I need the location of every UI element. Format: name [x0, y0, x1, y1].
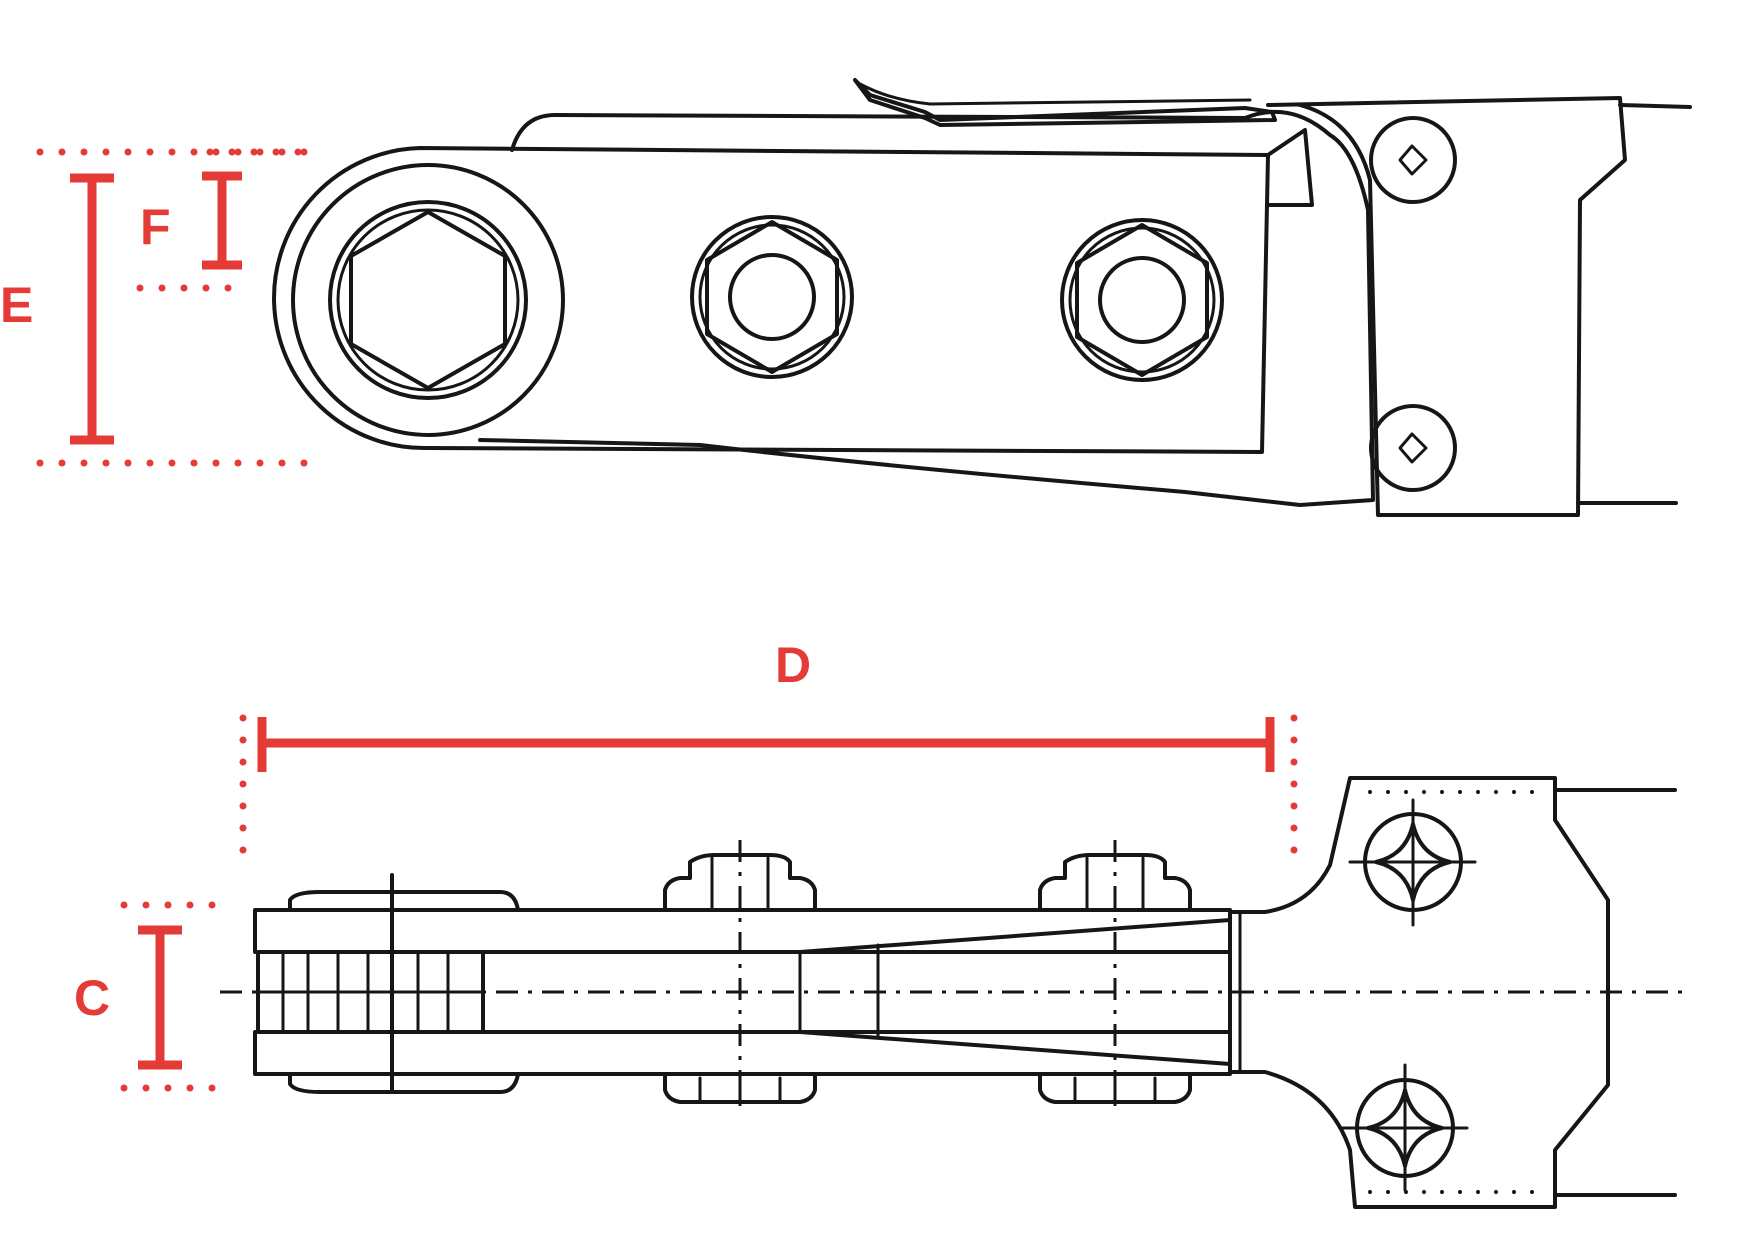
end-cap-top	[288, 890, 520, 912]
dimension-F: F	[136, 148, 324, 292]
dimension-annotations: E F D C	[0, 148, 1298, 1092]
nut-stack-1	[663, 840, 817, 1110]
nut-stack-2	[1038, 840, 1192, 1110]
nut-1	[690, 215, 854, 379]
dimension-E: E	[0, 148, 324, 467]
pawl-lever	[853, 78, 1277, 127]
end-cap-bottom	[288, 1072, 520, 1094]
bracket-screw-upper	[1348, 798, 1477, 927]
handle-top-edge	[1618, 103, 1692, 109]
bracket-screw-lower	[1340, 1063, 1469, 1192]
dimension-D: D	[239, 637, 1298, 864]
side-view	[271, 78, 1692, 517]
body-outer-plate	[478, 109, 1375, 507]
top-view	[220, 776, 1690, 1209]
dimension-label-D: D	[775, 637, 811, 693]
taper-body	[481, 918, 1232, 1066]
dimension-label-C: C	[74, 970, 110, 1026]
dimension-label-E: E	[0, 277, 33, 333]
arm-plate	[271, 146, 1270, 454]
bracket-screw-bottom	[1369, 404, 1457, 492]
drive-socket	[291, 163, 565, 437]
dimension-C: C	[74, 901, 234, 1092]
nut-2	[1060, 218, 1224, 382]
pawl-lever-edge	[858, 82, 1252, 106]
bracket-screw-top	[1369, 116, 1457, 204]
dimension-label-F: F	[140, 199, 171, 255]
handle-bracket	[1266, 96, 1627, 517]
gear-teeth	[256, 950, 485, 1034]
arm-tip	[1266, 128, 1314, 207]
handle-bracket-top	[1228, 776, 1610, 1209]
